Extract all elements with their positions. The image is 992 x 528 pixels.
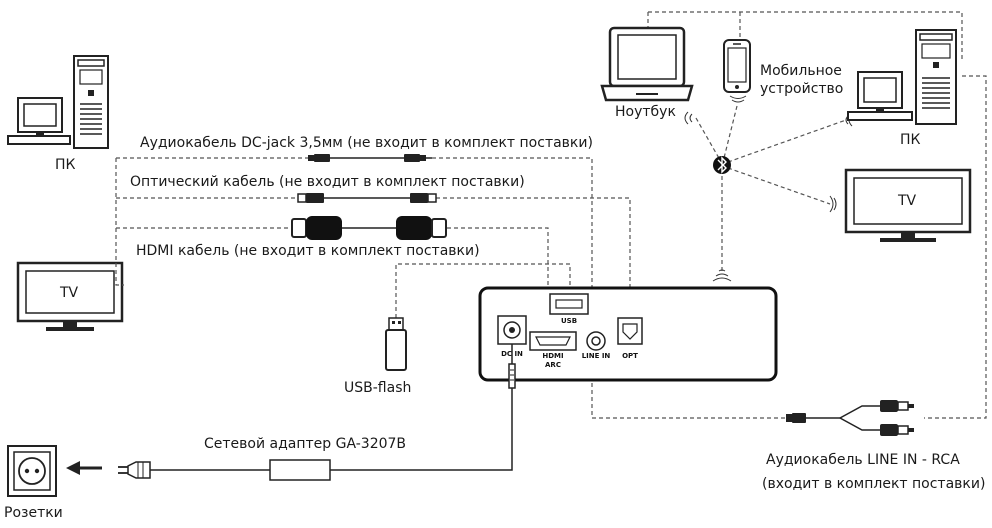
usb-flash-label: USB-flash — [344, 380, 412, 396]
optical-cable-label: Оптический кабель (не входит в комплект … — [130, 174, 525, 190]
soundbar-device: USB DC IN HDMI ARC LINE IN OPT — [478, 286, 778, 382]
pc-right-tower-icon — [915, 29, 957, 125]
socket-label: Розетки — [4, 505, 63, 521]
smartphone-icon — [723, 39, 751, 93]
linein-cable-label-line1: Аудиокабель LINE IN - RCA — [766, 452, 960, 468]
mobile-label-line2: устройство — [760, 81, 844, 97]
dc-jack-cable-label: Аудиокабель DC-jack 3,5мм (не входит в к… — [140, 135, 593, 151]
tv-right-icon — [844, 168, 972, 242]
laptop-label: Ноутбук — [615, 104, 676, 120]
adapter-label: Сетевой адаптер GA-3207B — [204, 436, 407, 452]
wifi-wave-icon — [684, 95, 853, 282]
dc-jack-cable — [308, 154, 432, 162]
laptop-icon — [600, 26, 694, 102]
pc-left-monitor-icon — [7, 97, 71, 145]
rca-cable — [786, 400, 914, 436]
arrow-left-icon — [66, 461, 102, 475]
power-adapter-icon — [269, 459, 331, 481]
port-label-hdmi: HDMI — [542, 352, 563, 360]
dc-in-port — [497, 315, 527, 345]
optical-cable — [297, 193, 437, 203]
linein-cable-label-line2: (входит в комплект поставки) — [762, 476, 986, 492]
pc-left-label: ПК — [55, 157, 76, 173]
pc-right-monitor-icon — [847, 71, 913, 121]
hdmi-arc-port — [529, 331, 577, 351]
tv-left-icon — [16, 261, 124, 331]
usb-port — [549, 293, 589, 315]
hdmi-cable — [291, 216, 447, 240]
tv-right-label: TV — [898, 193, 917, 209]
port-label-line-in: LINE IN — [582, 352, 611, 360]
tv-left-label: TV — [60, 285, 79, 301]
line-in-port — [586, 331, 606, 351]
port-label-arc: ARC — [545, 361, 561, 369]
port-label-opt: OPT — [622, 352, 638, 360]
power-plug-icon — [118, 461, 151, 479]
pc-right-label: ПК — [900, 132, 921, 148]
hdmi-cable-label: HDMI кабель (не входит в комплект постав… — [136, 243, 480, 259]
pc-left-tower-icon — [73, 55, 109, 149]
port-label-usb: USB — [561, 317, 577, 325]
usb-flash-icon — [385, 317, 407, 371]
bluetooth-icon — [713, 156, 731, 174]
opt-port — [617, 317, 643, 345]
power-socket-icon — [7, 445, 57, 497]
mobile-label-line1: Мобильное — [760, 63, 842, 79]
